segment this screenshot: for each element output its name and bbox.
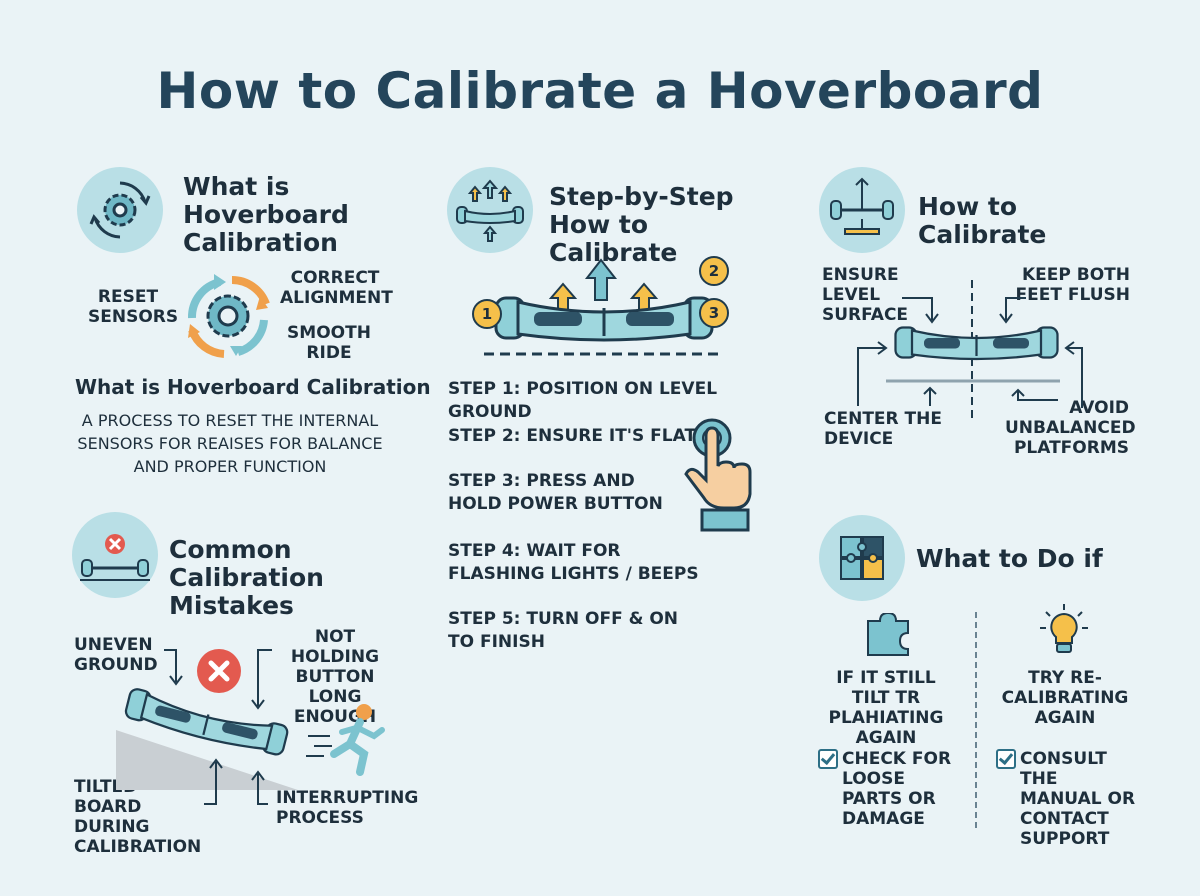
label-ensure-level: ENSURE LEVEL SURFACE (822, 265, 909, 325)
puzzle-icon (819, 515, 905, 601)
label-smooth-ride: SMOOTH RIDE (287, 323, 371, 363)
cycle-gear-icon (180, 268, 276, 364)
label-not-holding: NOT HOLDING BUTTON LONG ENOUGH (290, 627, 380, 727)
steps-heading: Step-by-Step How to Calibrate (549, 182, 734, 267)
page-title: How to Calibrate a Hoverboard (156, 62, 1044, 120)
left-check-text: CHECK FOR LOOSE PARTS OR DAMAGE (842, 749, 952, 829)
badge-2: 2 (699, 256, 729, 286)
label-keep-feet: KEEP BOTH FEET FLUSH (1015, 265, 1130, 305)
left-title: IF IT STILL TILT TR PLAHIATING AGAIN (828, 668, 944, 748)
how-to-heading: How to Calibrate (918, 192, 1047, 249)
level-board-icon (819, 167, 905, 253)
divider (975, 612, 977, 828)
puzzle-piece-icon (864, 611, 914, 657)
step-5: STEP 5: TURN OFF & ON TO FINISH (448, 609, 679, 652)
label-correct-alignment: CORRECT ALIGNMENT (280, 268, 393, 308)
step-4: STEP 4: WAIT FOR FLASHING LIGHTS / BEEPS (448, 541, 699, 584)
label-avoid-unbalanced: AVOID UNBALANCED PLATFORMS (1005, 398, 1136, 458)
checkbox-icon (996, 749, 1016, 769)
running-person-icon (304, 700, 394, 780)
gear-cycle-icon (77, 167, 163, 253)
what-is-heading: What is Hoverboard Calibration (183, 172, 349, 257)
tilted-hoverboard-illustration (112, 640, 312, 840)
mistakes-heading: Common Calibration Mistakes (169, 535, 324, 620)
step-1: STEP 1: POSITION ON LEVEL GROUND (448, 379, 718, 422)
label-reset-sensors: RESET SENSORS (88, 287, 179, 327)
level-calibration-diagram (846, 280, 1086, 420)
label-uneven-ground: UNEVEN GROUND (74, 635, 158, 675)
error-x-icon (197, 649, 241, 693)
lightbulb-icon (1036, 602, 1092, 658)
what-is-description: A PROCESS TO RESET THE INTERNAL SENSORS … (77, 411, 383, 476)
badge-3: 3 (699, 298, 729, 328)
badge-1: 1 (472, 299, 502, 329)
step-3: STEP 3: PRESS AND HOLD POWER BUTTON (448, 471, 663, 514)
right-title: TRY RE-CALIBRATING AGAIN (1001, 668, 1129, 728)
what-to-do-heading: What to Do if (916, 544, 1103, 573)
label-interrupting: INTERRUPTING PROCESS (276, 788, 419, 828)
hoverboard-illustration (468, 252, 740, 364)
finger-press-icon (682, 414, 758, 532)
checkbox-icon (818, 749, 838, 769)
label-center-device: CENTER THE DEVICE (824, 409, 942, 449)
hoverboard-arrows-icon (447, 167, 533, 253)
right-check-text: CONSULT THE MANUAL OR CONTACT SUPPORT (1020, 749, 1136, 849)
what-is-subheading: What is Hoverboard Calibration (75, 375, 431, 399)
label-tilted-board: TILTED BOARD DURING CALIBRATION (74, 777, 202, 857)
step-2: STEP 2: ENSURE IT'S FLAT (448, 426, 697, 446)
hoverboard-error-icon (72, 512, 158, 598)
